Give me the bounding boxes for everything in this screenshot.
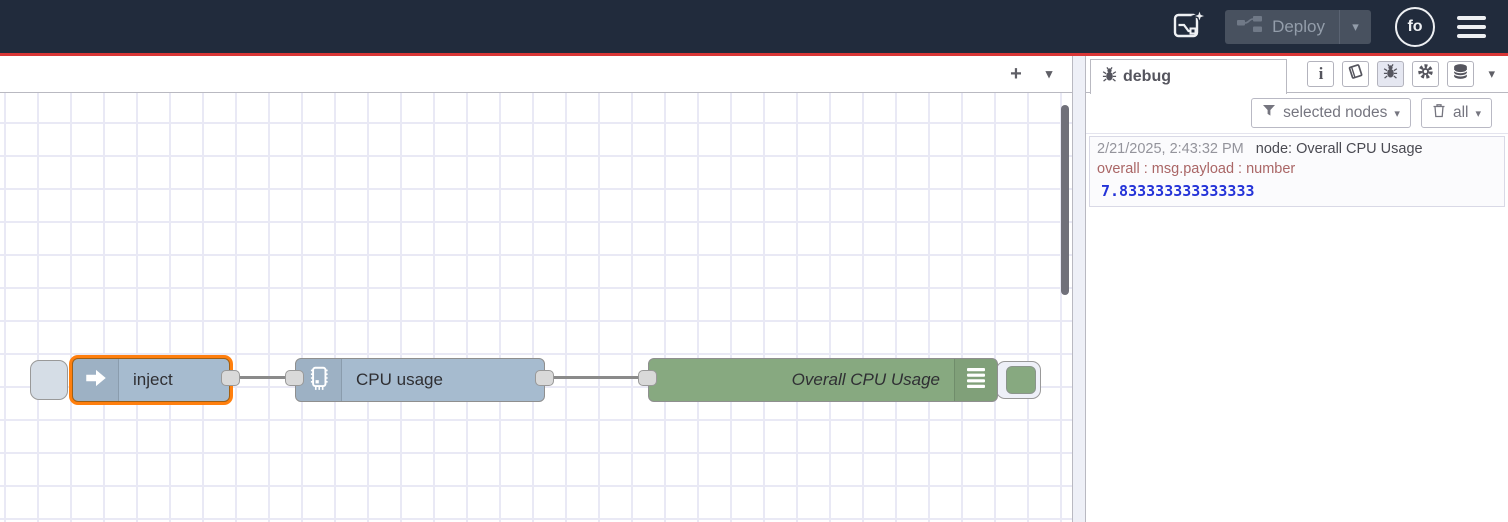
chevron-down-icon: ▾ [1475,107,1481,120]
wire-inject-to-cpu[interactable] [238,376,290,379]
sidebar-tab-help-button[interactable] [1342,61,1370,87]
debug-enable-toggle[interactable] [996,361,1041,399]
debug-icon-section [954,359,997,401]
gear-icon [1417,63,1434,85]
sidebar-tabbar: debug i [1086,56,1508,94]
bug-icon [1382,63,1399,85]
node-cpu-usage-label: CPU usage [356,370,443,389]
chevron-down-icon: ▾ [1352,18,1359,34]
wire-cpu-to-debug[interactable] [551,376,643,379]
inject-arrow-icon [83,365,109,396]
deploy-options-button[interactable]: ▾ [1339,9,1371,44]
inject-icon-section [73,359,119,401]
debug-clear-label: all [1452,104,1469,121]
tab-debug[interactable]: debug [1090,59,1287,94]
chevron-down-icon: ▾ [1045,66,1053,81]
chevron-down-icon: ▾ [1488,66,1495,81]
deploy-button-label: Deploy [1272,16,1325,36]
node-debug-label: Overall CPU Usage [791,370,940,389]
debug-console-icon [964,365,988,396]
user-avatar-initials: fo [1407,17,1423,35]
add-flow-button[interactable]: + [1000,60,1032,88]
main-header: Deploy ▾ fo [0,0,1508,53]
deploy-nodes-icon [1237,15,1263,38]
debug-input-port[interactable] [638,370,657,386]
debug-message-property: overall : msg.payload : number [1097,160,1296,177]
node-debug-overall-cpu[interactable]: Overall CPU Usage [648,358,998,402]
main-container: + ▾ [0,56,1508,522]
sidebar-more-tabs-button[interactable]: ▾ [1488,66,1495,82]
deploy-button-main[interactable]: Deploy [1225,15,1339,38]
book-icon [1347,63,1364,85]
debug-message-timestamp: 2/21/2025, 2:43:32 PM [1097,141,1244,157]
canvas-vertical-scrollbar[interactable] [1061,105,1069,295]
bug-icon [1101,66,1118,88]
header-accent-line [0,53,1508,56]
debug-message[interactable]: 2/21/2025, 2:43:32 PM node: Overall CPU … [1089,136,1505,208]
debug-message-value[interactable]: 7.833333333333333 [1101,182,1255,201]
hamburger-icon [1457,15,1486,20]
inject-trigger-button[interactable] [30,360,68,400]
user-avatar[interactable]: fo [1395,6,1435,47]
plus-icon: + [1010,62,1022,85]
debug-message-list[interactable]: 2/21/2025, 2:43:32 PM node: Overall CPU … [1086,134,1508,522]
debug-message-header: 2/21/2025, 2:43:32 PM node: Overall CPU … [1097,140,1497,160]
flow-list-button[interactable]: ▾ [1036,60,1062,88]
filter-funnel-icon [1262,104,1276,122]
flow-assistant-button[interactable] [1169,7,1209,45]
chevron-down-icon: ▾ [1394,107,1400,120]
cpu-chip-icon [306,364,332,397]
node-inject-label: inject [133,370,173,389]
right-sidebar: debug i [1086,56,1508,522]
inject-output-port[interactable] [221,370,240,386]
trash-icon [1432,103,1446,123]
cpu-output-port[interactable] [535,370,554,386]
node-inject[interactable]: inject [72,358,230,402]
sidebar-tab-debug-button[interactable] [1377,61,1405,87]
workspace-tabbar: + ▾ [0,56,1072,93]
debug-toolbar: selected nodes ▾ all ▾ [1086,93,1508,134]
debug-message-node: node: Overall CPU Usage [1255,141,1423,157]
deploy-button[interactable]: Deploy ▾ [1225,9,1371,44]
debug-filter-label: selected nodes [1283,104,1388,121]
sidebar-tab-context-button[interactable] [1447,61,1475,87]
database-icon [1452,63,1469,85]
cpu-input-port[interactable] [285,370,304,386]
node-cpu-usage[interactable]: CPU usage [295,358,545,402]
sidebar-tab-info-button[interactable]: i [1307,61,1335,87]
debug-toggle-indicator [1006,366,1036,394]
info-icon: i [1318,64,1324,83]
flow-editor: + ▾ [0,56,1073,522]
flow-canvas[interactable]: inject CPU usag [0,93,1072,522]
debug-clear-dropdown[interactable]: all ▾ [1420,98,1492,128]
sidebar-splitter[interactable] [1073,56,1086,522]
debug-filter-dropdown[interactable]: selected nodes ▾ [1251,98,1411,128]
sidebar-tab-config-button[interactable] [1412,61,1440,87]
tab-debug-label: debug [1123,68,1171,85]
flow-sparkle-icon [1171,7,1209,45]
main-menu-button[interactable] [1455,12,1488,42]
